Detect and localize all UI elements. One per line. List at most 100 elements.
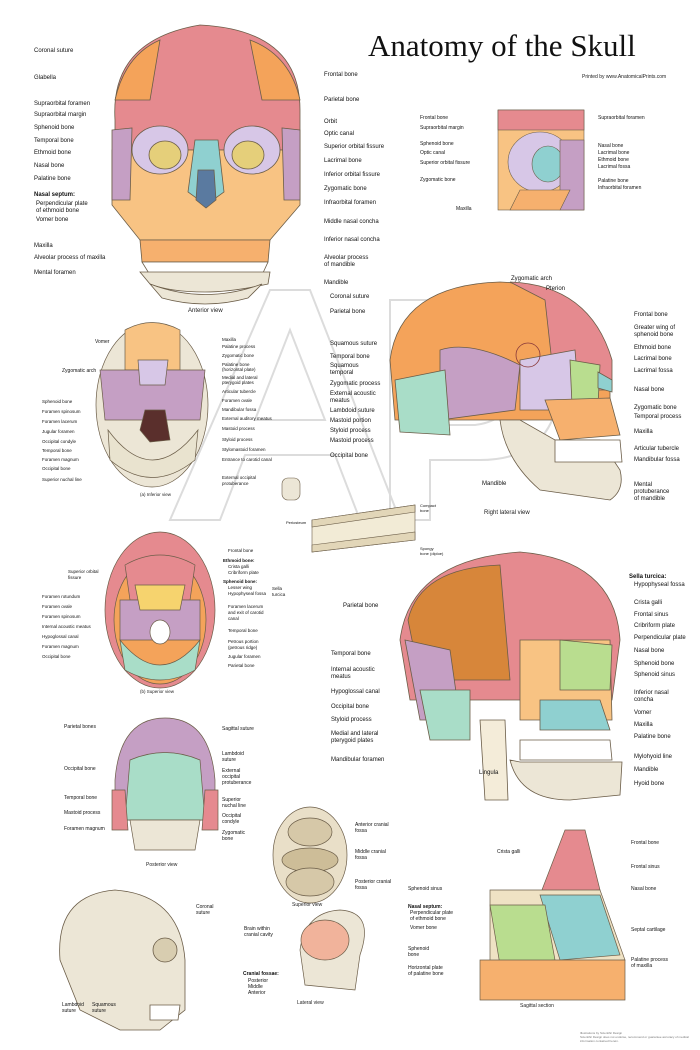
label: Spongy: [420, 546, 434, 551]
label: Ethmoid bone: [598, 157, 629, 163]
label: Temporal bone: [228, 628, 258, 633]
label: Inferior nasal: [634, 690, 669, 696]
label: Styloid process: [222, 437, 253, 442]
label: Parietal bones: [64, 724, 96, 730]
label: Hyoid bone: [634, 781, 665, 787]
midsagittal-skull: [399, 551, 623, 801]
label: Hypophyseal fossa: [228, 591, 267, 596]
label: bone: [222, 836, 234, 842]
label: Foramen lacerum: [42, 419, 78, 424]
label: Zygomatic arch: [511, 276, 553, 282]
label: Supraorbital margin: [34, 112, 87, 118]
label: Superior orbital fissure: [324, 144, 385, 150]
label: Perpendicular plate: [410, 910, 454, 916]
label: Nasal septum:: [408, 904, 443, 910]
label: Ethmoid bone: [634, 345, 672, 351]
label: Palatine bone: [222, 362, 250, 367]
fossae-skull: [272, 806, 348, 904]
label: bone: [420, 508, 429, 513]
label: Stylomastoid foramen: [222, 447, 266, 452]
label: Superior orbital fissure: [420, 160, 471, 166]
label: Petrous portion: [228, 639, 259, 644]
label: Ethmoid bone:: [223, 558, 255, 563]
label: Temporal process: [634, 414, 682, 420]
label: Zygomatic process: [330, 381, 381, 387]
label: of ethmoid bone: [36, 208, 80, 214]
footer-text: Illustrations by Scientific Design Scien…: [580, 1031, 690, 1043]
oblique-skull: [59, 889, 186, 1031]
label: Palatine bone: [598, 178, 629, 184]
credit-text: Printed by www.AnatomicalPrints.com: [582, 74, 667, 80]
label: Posterior cranial: [355, 879, 392, 885]
label: Occipital bone: [42, 654, 71, 659]
label: Foramen magnum: [42, 457, 79, 462]
label: Coronal: [196, 904, 214, 910]
label: Lacrimal bone: [324, 158, 362, 164]
superior-skull: [104, 531, 216, 689]
label: Frontal sinus: [631, 864, 660, 870]
label: Middle nasal concha: [324, 219, 379, 225]
label: Maxilla: [634, 429, 653, 435]
label: Mylohyoid line: [634, 754, 673, 760]
label: Nasal bone: [34, 163, 65, 169]
label: Parietal bone: [343, 603, 379, 609]
brain-lateral-caption: Lateral view: [297, 1000, 324, 1006]
right-lateral-caption: Right lateral view: [484, 510, 530, 516]
label: Palatine bone: [34, 176, 71, 182]
label: Zygomatic: [222, 830, 246, 836]
label: Pterion: [546, 286, 566, 292]
label: Superior nuchal line: [42, 477, 82, 482]
label: Frontal bone: [420, 115, 449, 121]
superior-caption: (b) Superior view: [140, 689, 175, 694]
label: Superior: [222, 797, 241, 803]
label: Mandibular fossa: [634, 457, 680, 463]
label: Temporal bone: [330, 354, 370, 360]
label: Crista galli: [497, 849, 521, 855]
label: Maxilla: [634, 722, 653, 728]
posterior-skull: [111, 717, 219, 851]
label: Sagittal suture: [222, 726, 254, 732]
label: pterygoid plates: [222, 380, 254, 385]
label: Vomer bone: [410, 925, 437, 931]
label: Sphenoid bone: [634, 661, 675, 667]
label: of ethmoid bone: [410, 916, 446, 922]
label: Sphenoid sinus: [634, 672, 676, 678]
label: Sphenoid: [408, 946, 430, 952]
label: fossa: [355, 855, 367, 861]
label: Ethmoid bone: [34, 150, 72, 156]
label: Internal acoustic meatus: [42, 624, 91, 629]
label: concha: [634, 697, 654, 703]
label: Posterior: [248, 978, 269, 984]
label: (horizontal plate): [222, 367, 256, 372]
label: Frontal sinus: [634, 612, 669, 618]
label: Parietal bone: [330, 309, 366, 315]
label: Compact: [420, 503, 437, 508]
label: Nasal septum:: [34, 192, 76, 198]
anterior-caption: Anterior view: [188, 308, 223, 314]
label: Nasal bone: [634, 648, 665, 654]
label: Coronal suture: [34, 48, 74, 54]
label: Mandibular foramen: [331, 757, 385, 763]
label: occipital: [222, 774, 241, 780]
label: Lambdoid: [62, 1002, 84, 1008]
label: Parietal bone: [228, 663, 255, 668]
label: Alveolar process: [324, 255, 369, 261]
label: pterygoid plates: [331, 738, 374, 744]
label: Cribriform plate: [634, 623, 676, 629]
label: Zygomatic arch: [62, 368, 97, 374]
label: Perpendicular plate: [634, 635, 686, 641]
footer-line-1: Illustrations by Scientific Design: [580, 1031, 623, 1035]
label: Optic canal: [324, 131, 355, 137]
label: Foramen spinosum: [42, 409, 81, 414]
posterior-caption: Posterior view: [146, 862, 178, 868]
sagittal-section: [479, 829, 626, 1001]
label: meatus: [330, 398, 350, 404]
label: Coronal suture: [330, 294, 370, 300]
label: fissure: [68, 575, 82, 580]
sagittal-section-caption: Sagittal section: [520, 1003, 554, 1009]
label: Foramen spinosum: [42, 614, 81, 619]
right-lateral-skull: [389, 281, 623, 501]
label: Mastoid process: [64, 810, 101, 816]
label: cranial cavity: [244, 932, 273, 938]
